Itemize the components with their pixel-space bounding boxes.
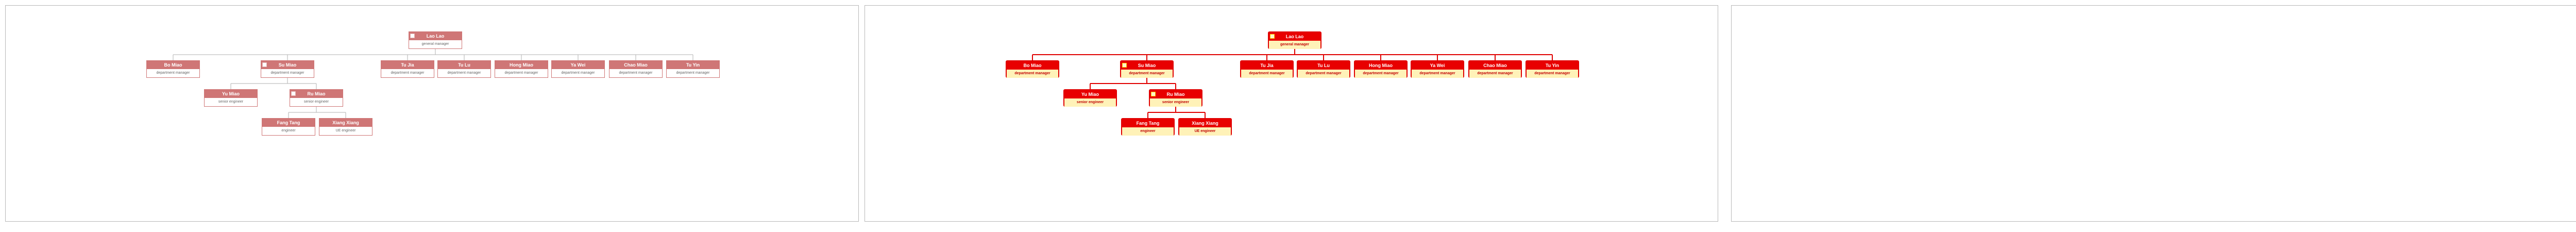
- node-name: Tu Yin: [1527, 61, 1578, 70]
- org-node-e2[interactable]: Ru Miao senior engineer: [290, 89, 343, 107]
- node-title: department manager: [1355, 70, 1406, 78]
- node-name: Ya Wei: [552, 61, 604, 69]
- node-name: Tu Yin: [667, 61, 719, 69]
- node-title: department manager: [561, 71, 595, 75]
- node-name: Ru Miao: [1150, 90, 1201, 98]
- org-chart-panel-muted: Lao Lao general manager Bo Miao department …: [5, 5, 859, 222]
- node-title: department manager: [1298, 70, 1349, 78]
- org-node-m8[interactable]: Tu Yin department manager: [666, 60, 720, 78]
- node-name: Chao Miao: [1469, 61, 1521, 70]
- org-node-m7[interactable]: Chao Miao department manager: [609, 60, 663, 78]
- node-avatar-icon: [410, 34, 415, 38]
- node-name: Su Miao: [261, 61, 314, 69]
- node-title: department manager: [156, 71, 190, 75]
- node-avatar-icon: [291, 91, 296, 96]
- node-title: senior engineer: [218, 100, 244, 104]
- node-name: Yu Miao: [205, 90, 257, 98]
- node-avatar-icon: [1151, 92, 1156, 96]
- node-name: Tu Jia: [381, 61, 434, 69]
- node-avatar-icon: [1122, 63, 1127, 68]
- org-node-e1[interactable]: Yu Miao senior engineer: [204, 89, 258, 107]
- node-title: department manager: [1121, 70, 1173, 78]
- node-title: department manager: [1527, 70, 1578, 78]
- node-name: Lao Lao: [1269, 32, 1320, 41]
- node-title: senior engineer: [303, 100, 329, 104]
- node-title: department manager: [619, 71, 653, 75]
- node-title: department manager: [270, 71, 304, 75]
- node-name: Xiang Xiang: [319, 119, 372, 127]
- node-title: UE engineer: [335, 129, 356, 132]
- node-title: UE engineer: [1179, 127, 1231, 136]
- node-title: department manager: [676, 71, 710, 75]
- node-title: department manager: [1241, 70, 1293, 78]
- node-title: department manager: [504, 71, 538, 75]
- node-name: Su Miao: [1121, 61, 1173, 70]
- org-node-m1[interactable]: Bo Miao department manager: [146, 60, 200, 78]
- node-name: Hong Miao: [495, 61, 548, 69]
- node-name: Yu Miao: [1064, 90, 1116, 98]
- node-name: Chao Miao: [609, 61, 662, 69]
- org-node-j1[interactable]: Fang Tang engineer: [262, 118, 315, 136]
- empty-chart-panel: [1731, 5, 2576, 222]
- node-name: Xiang Xiang: [1179, 119, 1231, 127]
- node-name: Bo Miao: [1007, 61, 1058, 70]
- org-node-m2[interactable]: Su Miao department manager: [261, 60, 314, 78]
- org-node-ceo[interactable]: Lao Lao general manager: [409, 31, 462, 49]
- node-title: general manager: [421, 42, 449, 46]
- node-name: Ya Wei: [1412, 61, 1463, 70]
- node-avatar-icon: [1270, 34, 1275, 39]
- node-title: department manager: [1469, 70, 1521, 78]
- node-title: general manager: [1269, 41, 1320, 49]
- node-title: department manager: [391, 71, 425, 75]
- node-title: senior engineer: [1064, 98, 1116, 107]
- node-avatar-icon: [262, 62, 267, 67]
- node-title: department manager: [447, 71, 481, 75]
- node-name: Lao Lao: [409, 32, 462, 40]
- node-name: Tu Jia: [1241, 61, 1293, 70]
- node-title: senior engineer: [1150, 98, 1201, 107]
- node-name: Tu Lu: [438, 61, 490, 69]
- node-title: engineer: [1122, 127, 1174, 136]
- node-name: Hong Miao: [1355, 61, 1406, 70]
- node-name: Fang Tang: [262, 119, 315, 127]
- node-title: department manager: [1007, 70, 1058, 78]
- connector-lines: [1032, 49, 1553, 118]
- node-title: engineer: [281, 129, 296, 132]
- node-name: Fang Tang: [1122, 119, 1174, 127]
- org-node-m6[interactable]: Ya Wei department manager: [551, 60, 605, 78]
- org-node-j2[interactable]: Xiang Xiang UE engineer: [319, 118, 372, 136]
- node-title: department manager: [1412, 70, 1463, 78]
- org-node-m5[interactable]: Hong Miao department manager: [495, 60, 548, 78]
- node-name: Bo Miao: [147, 61, 199, 69]
- org-node-m3[interactable]: Tu Jia department manager: [381, 60, 434, 78]
- org-node-m4[interactable]: Tu Lu department manager: [437, 60, 491, 78]
- connector-lines: [173, 49, 693, 118]
- node-name: Tu Lu: [1298, 61, 1349, 70]
- node-name: Ru Miao: [290, 90, 343, 98]
